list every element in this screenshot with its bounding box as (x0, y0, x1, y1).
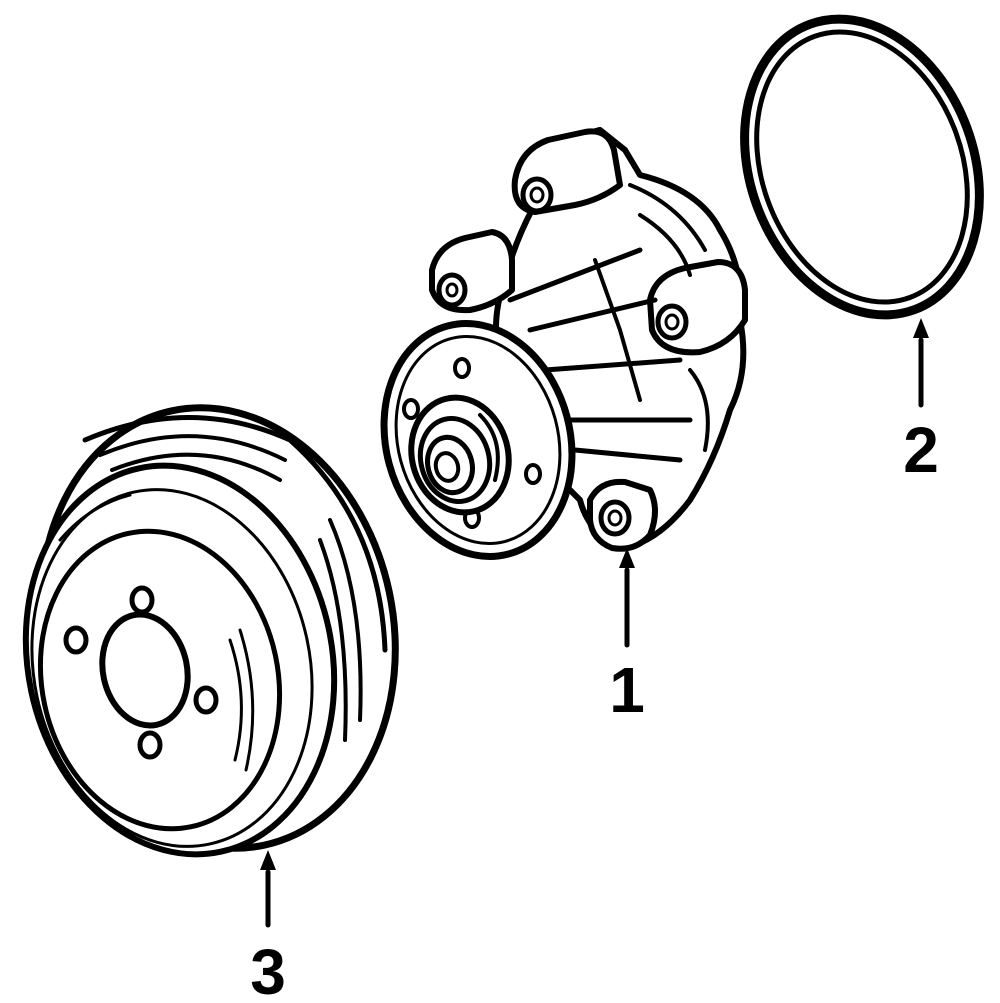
water-pump-drawing (380, 127, 748, 560)
leader-arrow-3 (260, 850, 276, 870)
leader-arrow-2 (913, 318, 929, 338)
callout-number-1: 1 (609, 654, 645, 726)
leader-lines (260, 318, 929, 928)
leader-arrow-1 (619, 548, 635, 568)
gasket-drawing (740, 14, 984, 320)
callout-number-2: 2 (903, 414, 939, 486)
pulley-drawing (22, 404, 399, 858)
callout-number-3: 3 (250, 936, 286, 1003)
